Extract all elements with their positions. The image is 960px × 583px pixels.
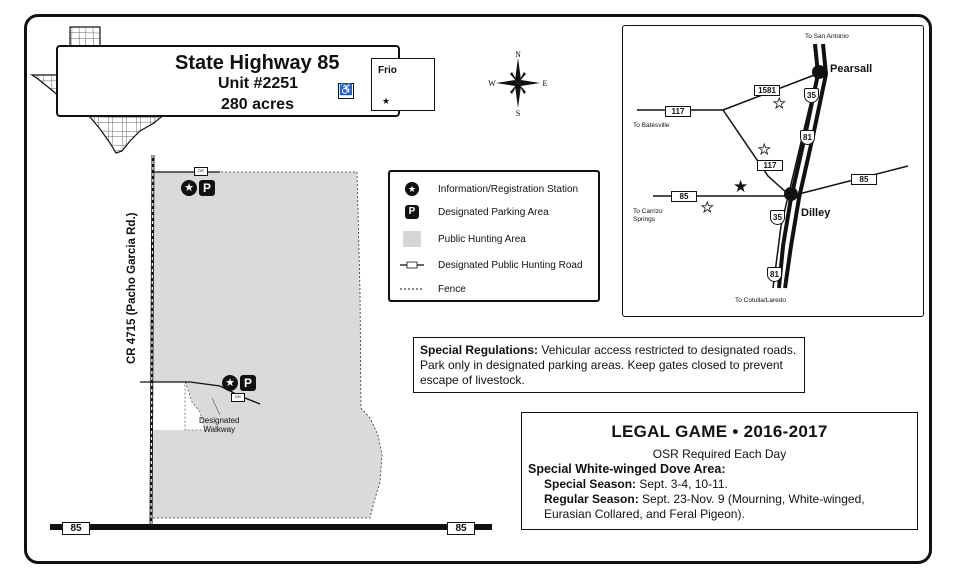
regulations-text: Vehicular access restricted to designate…	[420, 343, 797, 387]
to-carrizo-1: To Carrizo	[633, 208, 663, 215]
regular-season: Regular Season: Sept. 23-Nov. 9 (Mournin…	[544, 492, 865, 506]
hwy-85-shield-east: 85	[447, 522, 475, 535]
unit-location-star: ★	[733, 177, 748, 196]
info-station-icon-north: ★	[181, 180, 197, 196]
wma-star-outline: ★	[758, 141, 771, 157]
to-san-antonio: To San Antonio	[805, 33, 849, 40]
vicinity-map: ★ ★ ★ ★ To San Antonio To Batesville To …	[622, 25, 924, 317]
compass-s: S	[516, 109, 520, 116]
legend-item: P Designated Parking Area	[400, 203, 549, 221]
accessible-icon: ♿	[338, 83, 354, 99]
osr-note: OSR Required Each Day	[652, 447, 787, 461]
special-regulations: Special Regulations: Vehicular access re…	[413, 337, 805, 393]
county-location-star-icon: ★	[382, 96, 391, 106]
city-pearsall: Pearsall	[830, 63, 873, 75]
to-carrizo-2: Springs	[633, 216, 656, 223]
special-season: Special Season: Sept. 3-4, 10-11.	[544, 477, 728, 491]
us-81-shield-south: 81	[767, 267, 782, 282]
hwy-117-shield-south: 117	[757, 160, 783, 171]
wma-star-outline: ★	[773, 95, 786, 111]
acreage: 280 acres	[221, 96, 294, 113]
hunting-road-sign-north: DR	[194, 167, 208, 176]
compass-w: W	[488, 79, 496, 88]
hwy-85-shield-west: 85	[62, 522, 90, 535]
compass-e: E	[543, 79, 548, 88]
fm-1581-shield: 1581	[754, 85, 780, 96]
legal-game-box: LEGAL GAME • 2016-2017 OSR Required Each…	[521, 412, 918, 530]
star-circle-icon: ★	[405, 182, 419, 196]
parking-icon: P	[405, 205, 419, 219]
wma-star-outline: ★	[701, 199, 714, 215]
legend: ★ Information/Registration Station P Des…	[388, 170, 600, 302]
legend-item: Public Hunting Area	[400, 230, 526, 248]
to-cotulla-laredo: To Cotulla/Laredo	[735, 297, 786, 304]
hwy-117-shield-west: 117	[665, 106, 691, 117]
cr-4715-label: CR 4715 (Pacho Garcia Rd.)	[126, 212, 138, 364]
county-inset: Frio ★	[371, 58, 435, 111]
walkway-label: Designated Walkway	[199, 416, 240, 434]
hunting-road-icon	[400, 261, 424, 269]
legal-game-title: LEGAL GAME • 2016-2017	[611, 422, 828, 441]
map-frame	[24, 14, 932, 564]
site-map	[50, 154, 492, 530]
hwy-85-shield-east-vicinity: 85	[851, 174, 877, 185]
legend-item: Fence	[400, 280, 466, 298]
legend-item: ★ Information/Registration Station	[400, 180, 578, 198]
area-title: State Highway 85	[175, 52, 340, 74]
to-batesville: To Batesville	[633, 122, 670, 129]
dove-area-heading: Special White-winged Dove Area:	[528, 462, 726, 476]
city-dilley: Dilley	[801, 207, 831, 219]
county-name: Frio	[378, 65, 397, 76]
compass-n: N	[515, 50, 521, 59]
parking-icon-south: P	[240, 375, 256, 391]
i-35-shield-south: 35	[770, 210, 785, 225]
hwy-85-shield-west-vicinity: 85	[671, 191, 697, 202]
parking-icon-north: P	[199, 180, 215, 196]
regular-season-cont: Eurasian Collared, and Feral Pigeon).	[544, 507, 745, 521]
unit-number: Unit #2251	[218, 75, 299, 92]
info-station-icon-south: ★	[222, 375, 238, 391]
i-35-shield-north: 35	[804, 88, 819, 103]
title-box	[56, 45, 400, 117]
hunting-road-sign-south: DR	[231, 393, 245, 402]
regulations-heading: Special Regulations:	[420, 343, 539, 357]
compass-rose-icon: N S W E	[488, 50, 548, 116]
us-81-shield-north: 81	[800, 130, 815, 145]
legend-item: Designated Public Hunting Road	[400, 256, 583, 274]
fence-line-icon	[400, 288, 424, 290]
gray-swatch	[403, 231, 421, 247]
public-hunting-area	[151, 171, 383, 519]
